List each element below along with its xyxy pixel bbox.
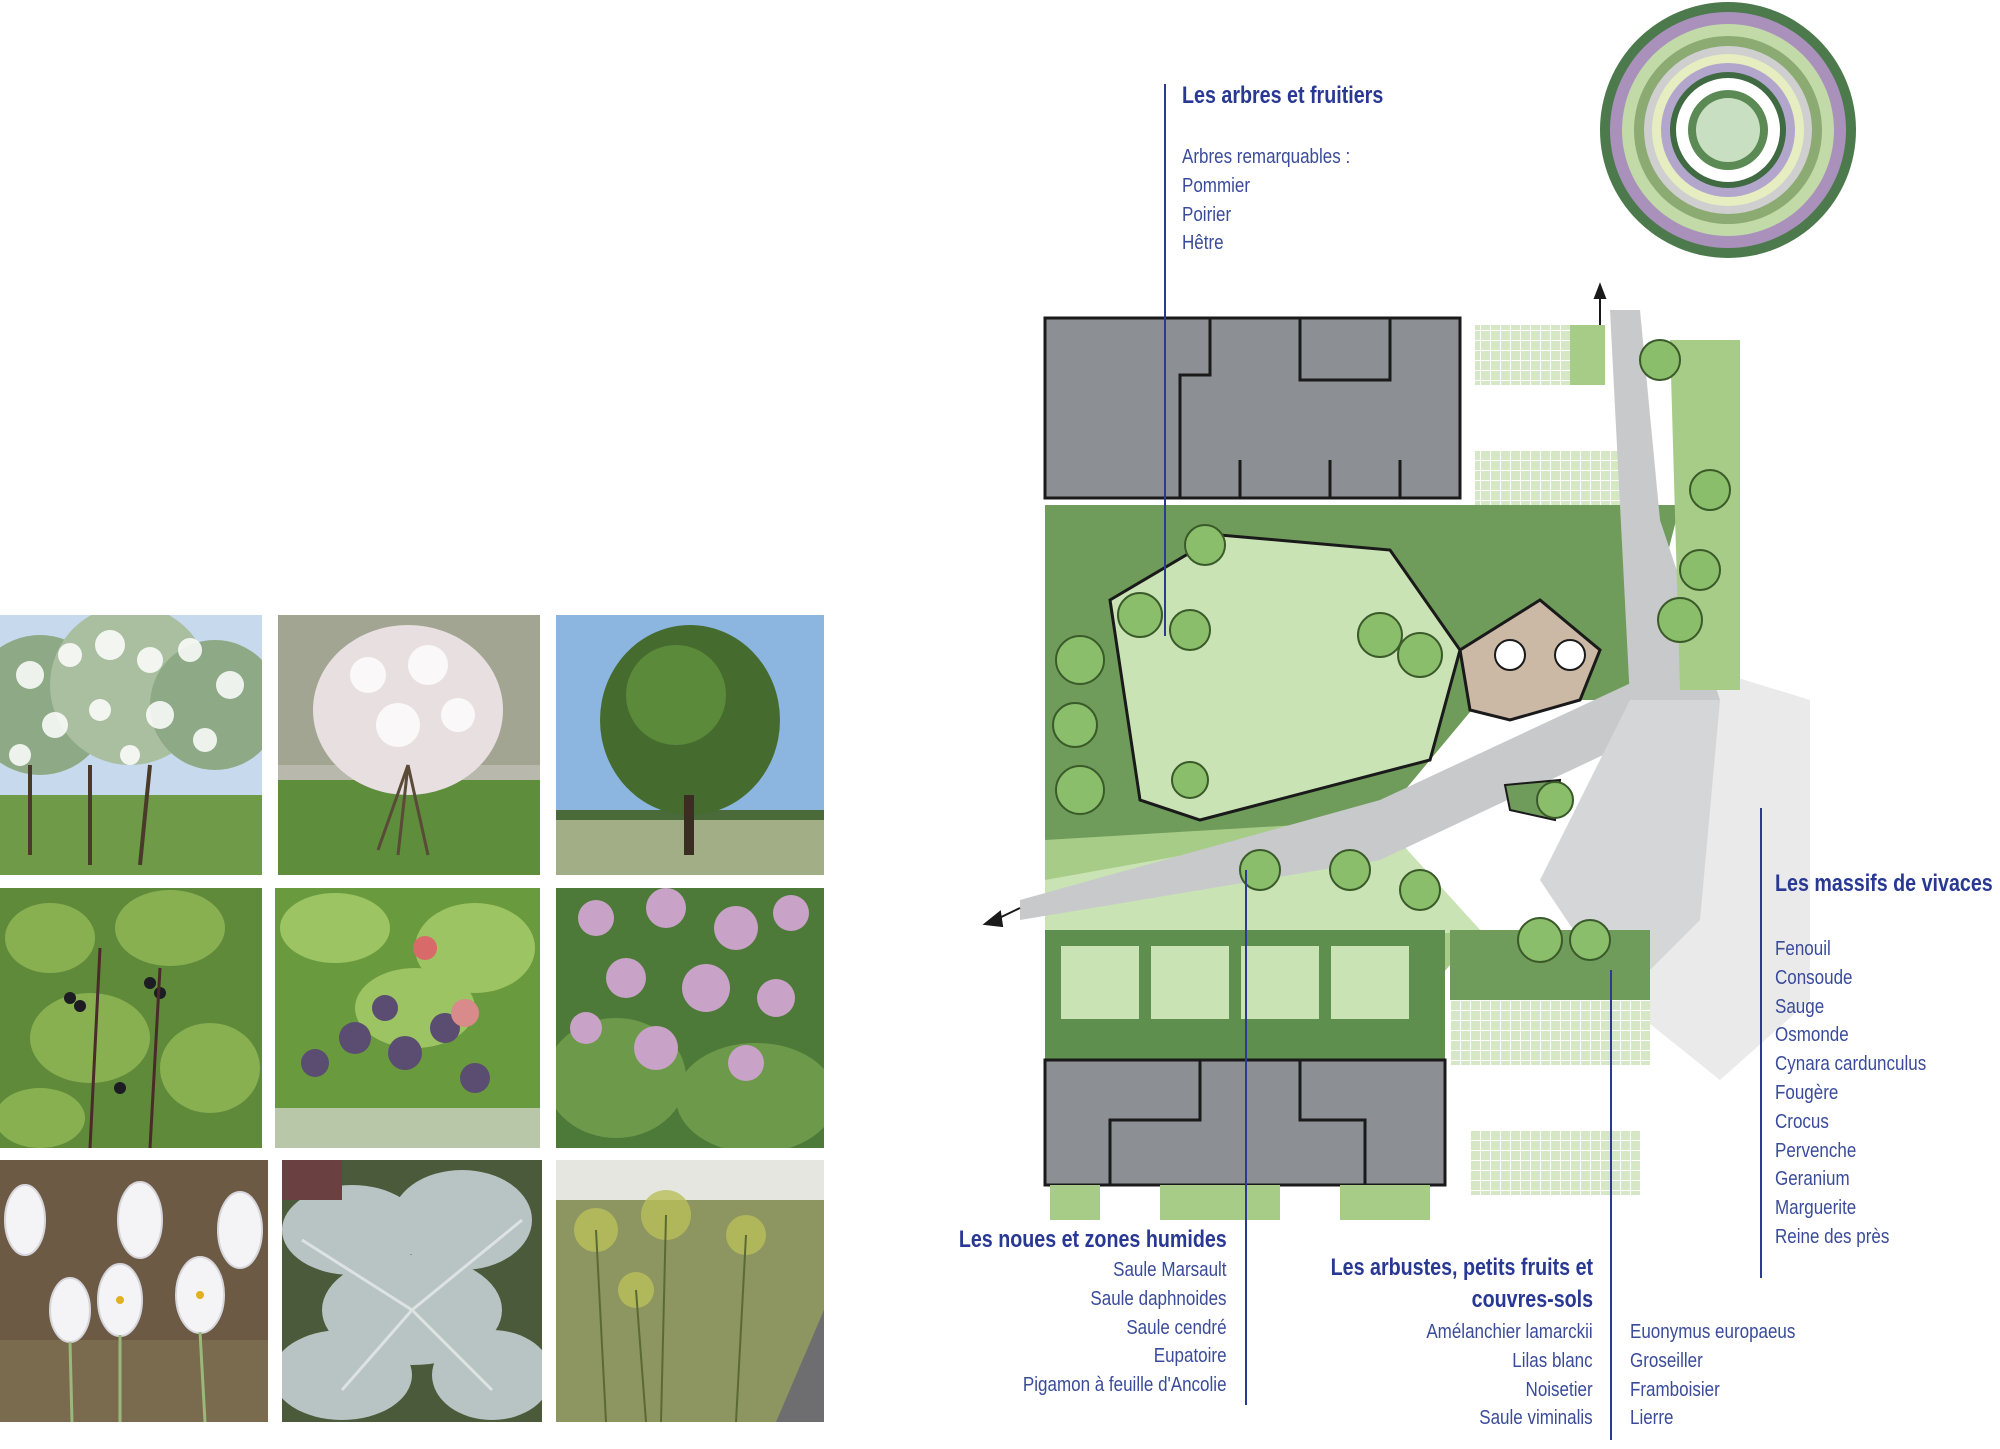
list-item: Framboisier [1630,1378,1720,1401]
list-item: Pervenche [1775,1139,1857,1162]
section-title-noues: Les noues et zones humides [959,1226,1227,1253]
list-item: Consoude [1775,966,1853,989]
list-item: Amélanchier lamarckii [1426,1321,1593,1343]
list-item: Noisetier [1525,1378,1593,1401]
palette-ring [1696,98,1760,162]
list-item: Cynara cardunculus [1775,1053,1927,1076]
tree-canopies [1052,339,1731,963]
access-arrows [982,282,1607,928]
plaza-fountain [1554,639,1586,671]
blossoming-tree-icon [278,615,540,875]
photo-crocus [0,1160,268,1422]
list-item: Hêtre [1182,232,1224,255]
leader-line-arbustes [1610,970,1612,1440]
list-item: Crocus [1775,1110,1829,1133]
list-item: Fougère [1775,1081,1839,1104]
list-item: Fenouil [1775,938,1831,960]
photo-fenouil [556,1160,824,1422]
list-item: Geranium [1775,1168,1850,1191]
list-item: Osmonde [1775,1024,1849,1047]
path-diagonal [1020,660,1720,920]
list-item: Eupatoire [1154,1345,1227,1368]
list-item: Groseiller [1630,1349,1703,1372]
photo-framboisier [275,888,540,1148]
section-list-arbustes-left: Amélanchier lamarckii Lilas blanc Noiset… [1397,1318,1593,1433]
list-item: Poirier [1182,203,1232,226]
list-item: Lilas blanc [1512,1349,1593,1372]
list-item: Saule Marsault [1113,1259,1227,1281]
section-title-arbustes-line2: couvres-sols [1471,1286,1593,1313]
terrace [1450,1000,1650,1065]
tree-icon [556,615,824,875]
leader-line-arbres [1164,84,1166,636]
section-title-arbustes: Les arbustes, petits fruits et [1330,1254,1593,1281]
fennel-meadow-icon [556,1160,824,1422]
terrace [1475,325,1570,385]
list-item: Pommier [1182,174,1251,197]
list-item: Sauge [1775,995,1825,1018]
terrace [1475,450,1645,505]
cardoon-leaves-icon [282,1160,542,1422]
section-title-vivaces: Les massifs de vivaces [1775,870,1993,897]
section-list-noues: Saule Marsault Saule daphnoides Saule ce… [987,1256,1227,1400]
currant-bush-icon [0,888,262,1148]
plaza [1458,598,1602,722]
plant-palette-rings [1600,2,1856,258]
list-item: Euonymus europaeus [1630,1321,1796,1343]
plaza-fountain [1494,639,1526,671]
list-item: Reine des près [1775,1225,1890,1248]
section-list-arbustes-right: Euonymus europaeus Groseiller Framboisie… [1630,1318,1825,1433]
photo-amelanchier [278,615,540,875]
leader-line-vivaces [1760,808,1762,1278]
list-item: Lierre [1630,1407,1674,1430]
raspberry-icon [275,888,540,1148]
white-flowering-shrub-icon [0,615,262,875]
list-item: Pigamon à feuille d'Ancolie [1023,1374,1227,1397]
photo-cynara [282,1160,542,1422]
photo-groseiller [0,888,262,1148]
terrace [1470,1130,1640,1195]
pink-flowers-icon [556,888,824,1148]
building-north [1043,316,1462,500]
crocus-icon [0,1160,268,1422]
section-list-arbres: Arbres remarquables : Pommier Poirier Hê… [1182,143,1380,258]
photo-lilas-blanc [0,615,262,875]
section-list-vivaces: Fenouil Consoude Sauge Osmonde Cynara ca… [1775,935,1953,1252]
list-item: Saule cendré [1126,1316,1227,1339]
site-plan [982,282,1810,1220]
photo-hetre [556,615,824,875]
list-item: Arbres remarquables : [1182,146,1351,168]
list-item: Saule viminalis [1479,1407,1593,1430]
list-item: Marguerite [1775,1197,1857,1220]
leader-line-noues [1245,870,1247,1405]
list-item: Saule daphnoides [1090,1287,1227,1310]
photo-eupatoire [556,888,824,1148]
section-title-arbres: Les arbres et fruitiers [1182,82,1384,109]
